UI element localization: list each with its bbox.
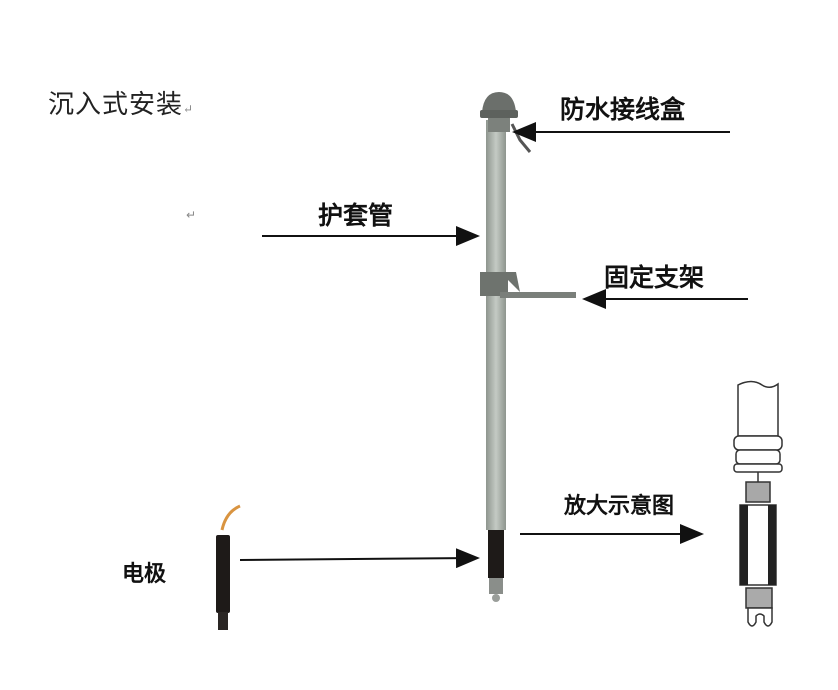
return-mark: ↵ (183, 102, 195, 116)
arrow-electrode (239, 548, 480, 569)
diagram-title: 沉入式安装↵ (48, 84, 194, 121)
sleeve-pipe (480, 92, 576, 602)
electrode-image (216, 504, 241, 630)
paragraph-mark: ↵ (186, 208, 197, 222)
label-magnified: 放大示意图 (564, 494, 675, 519)
magnified-drawing (733, 380, 783, 627)
label-junction-box: 防水接线盒 (560, 95, 686, 124)
title-text: 沉入式安装 (48, 90, 184, 120)
label-electrode: 电极 (122, 562, 167, 587)
label-sleeve: 护套管 (318, 201, 394, 230)
label-bracket: 固定支架 (604, 263, 705, 292)
